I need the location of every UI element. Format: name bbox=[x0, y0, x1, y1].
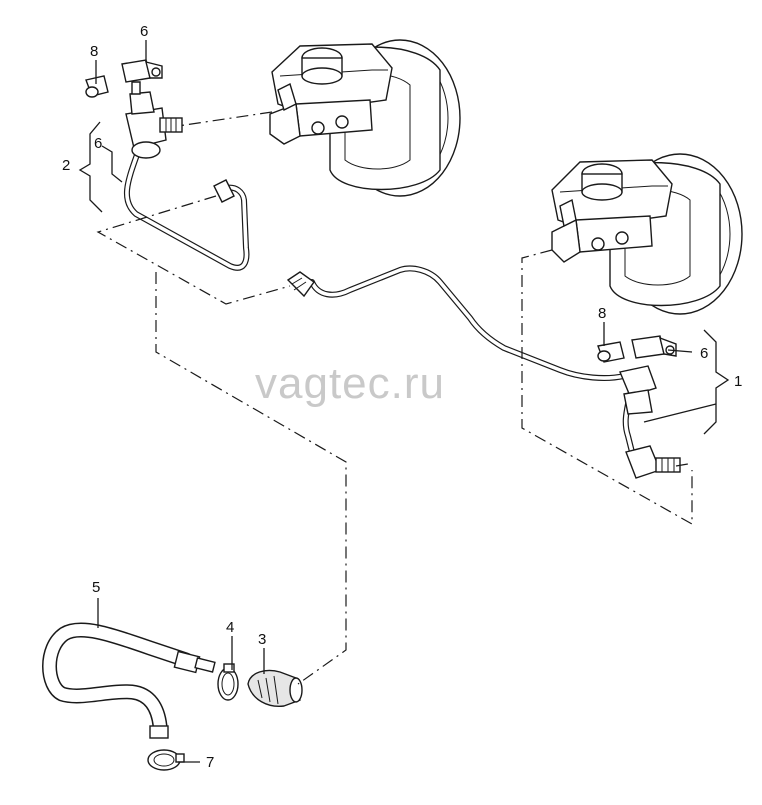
pressure-sensor-upper bbox=[121, 59, 163, 95]
hose-clamp-upper bbox=[217, 663, 239, 701]
check-valve-upper bbox=[125, 91, 183, 159]
retaining-clip-right bbox=[597, 341, 625, 363]
callout-2: 2 bbox=[62, 157, 70, 174]
callouts: 6 8 6 2 8 6 1 5 4 3 7 bbox=[62, 23, 742, 771]
watermark-text: vagtec.ru bbox=[255, 359, 445, 408]
vacuum-pipe-long bbox=[286, 265, 627, 381]
vacuum-hose bbox=[42, 622, 216, 739]
callout-8-top: 8 bbox=[90, 43, 98, 60]
vacuum-pipe-upper bbox=[123, 149, 250, 271]
vacuum-pipe-right bbox=[619, 365, 681, 479]
callout-8-right: 8 bbox=[598, 305, 606, 322]
hose-clamp-lower bbox=[147, 749, 185, 771]
callout-4: 4 bbox=[226, 619, 234, 636]
retaining-clip-upper bbox=[85, 75, 109, 98]
hose-connector bbox=[247, 669, 303, 707]
callout-6-top-bracket: 6 bbox=[94, 135, 102, 152]
master-cylinder-upper bbox=[269, 43, 393, 145]
callout-5: 5 bbox=[92, 579, 100, 596]
leader-lines bbox=[78, 40, 730, 763]
master-cylinder-right bbox=[551, 159, 673, 263]
callout-7: 7 bbox=[206, 754, 214, 771]
assembly-lines bbox=[96, 111, 693, 685]
callout-1: 1 bbox=[734, 373, 742, 390]
pressure-sensor-right bbox=[631, 335, 677, 359]
callout-6-top: 6 bbox=[140, 23, 148, 40]
callout-6-right: 6 bbox=[700, 345, 708, 362]
callout-3: 3 bbox=[258, 631, 266, 648]
